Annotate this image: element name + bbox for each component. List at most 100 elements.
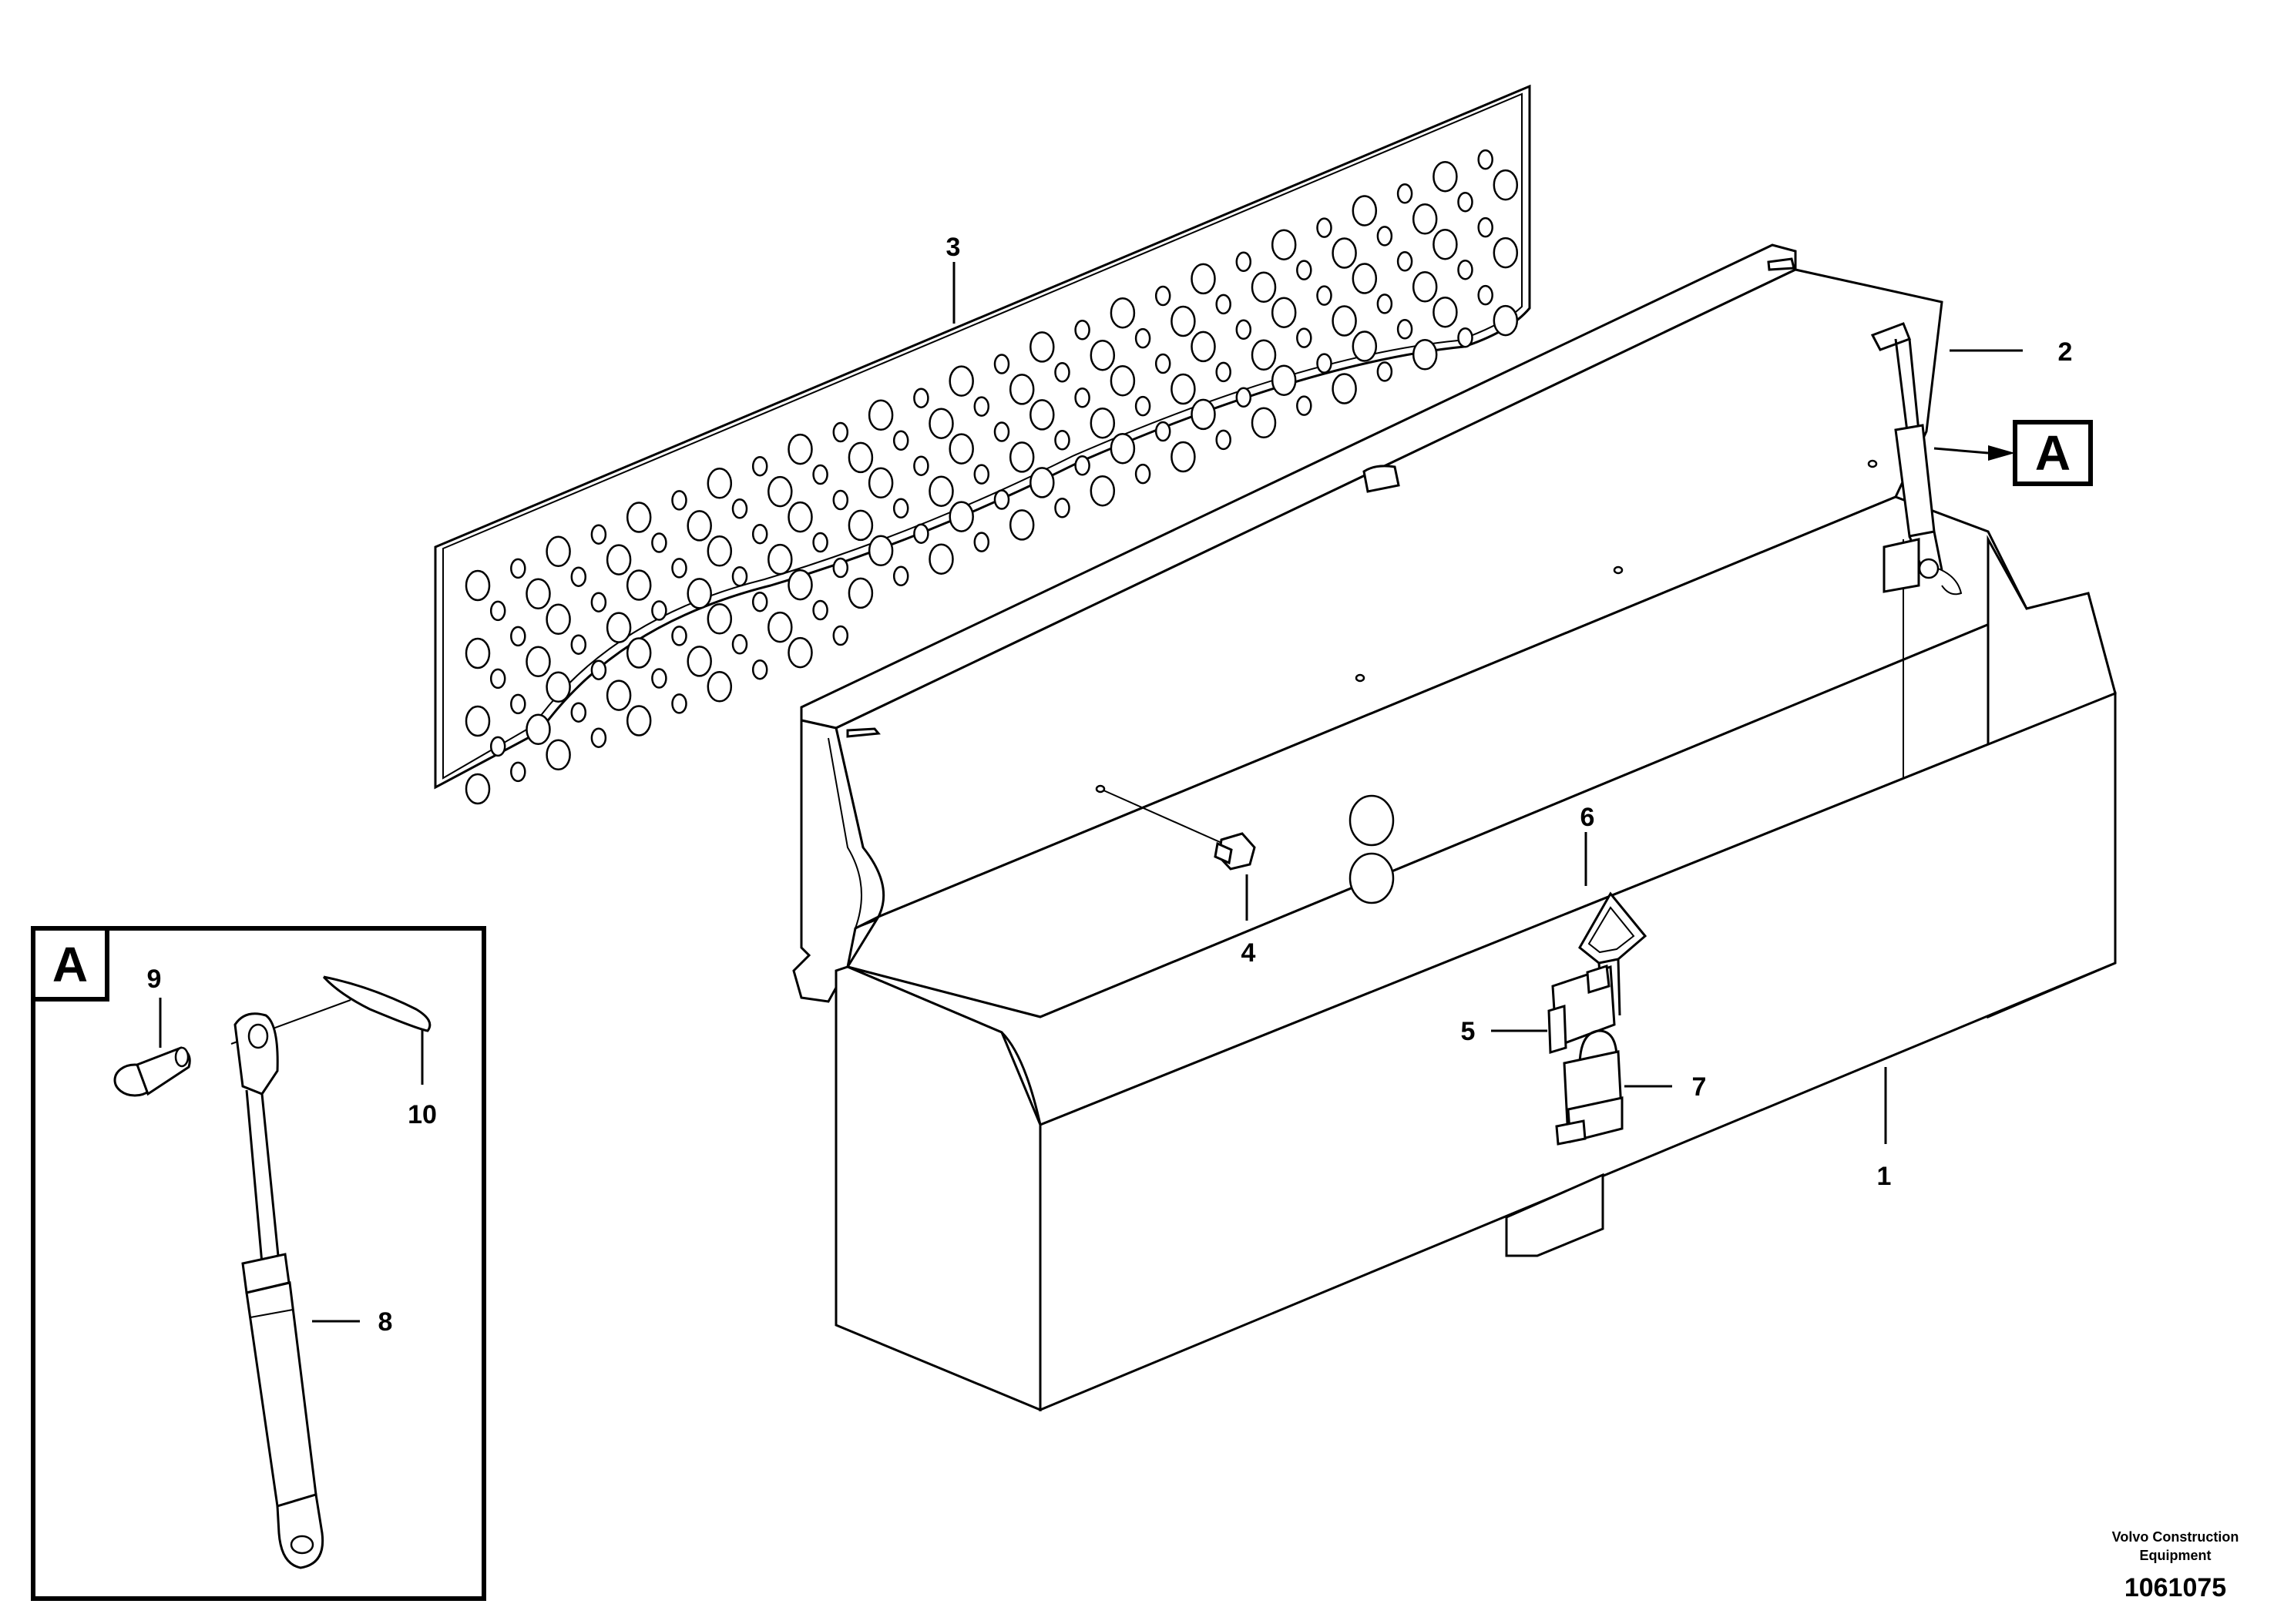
plate-hole [1215, 429, 1231, 451]
plate-hole [510, 626, 526, 647]
plate-hole [751, 591, 768, 612]
callout-4: 4 [1241, 938, 1256, 968]
plate-hole [626, 705, 652, 737]
plate-hole [892, 565, 909, 587]
plate-hole [848, 441, 874, 474]
plate-hole [687, 578, 712, 609]
plate-hole [1054, 430, 1070, 451]
plate-hole [1332, 237, 1357, 269]
plate-hole [465, 637, 491, 669]
plate-hole [1110, 364, 1136, 397]
plate-hole [1009, 509, 1035, 541]
plate-hole [606, 544, 632, 575]
plate-hole [1171, 305, 1196, 337]
plate-hole [546, 535, 571, 568]
plate-hole [929, 408, 954, 439]
plate-hole [651, 532, 667, 553]
plate-hole [1251, 339, 1277, 371]
plate-hole [751, 523, 768, 545]
plate-hole [707, 535, 733, 567]
plate-hole [1154, 421, 1171, 442]
plate-hole [1271, 297, 1297, 328]
plate-hole [848, 509, 874, 542]
plate-hole [1477, 216, 1493, 238]
gas-strut [233, 1012, 324, 1569]
plate-hole [1090, 475, 1116, 507]
plate-hole [671, 626, 687, 646]
plate-hole [626, 502, 652, 533]
plate-hole [1235, 319, 1252, 341]
plate-hole [812, 464, 828, 485]
plate-hole [812, 599, 828, 621]
plate-hole [590, 727, 607, 748]
plate-hole [1215, 361, 1231, 383]
plate-hole [812, 532, 828, 553]
plate-hole [832, 625, 849, 646]
plate-hole [1477, 284, 1493, 306]
plate-hole [687, 510, 712, 542]
plate-hole [1251, 271, 1277, 304]
plate-hole [606, 612, 632, 643]
plate-hole [526, 578, 551, 610]
plate-hole [546, 739, 571, 771]
plate-hole [489, 736, 506, 757]
plate-hole [1396, 183, 1413, 204]
plate-hole [993, 354, 1010, 374]
plate-hole [1376, 294, 1393, 314]
callout-labels: 3 2 4 6 5 7 1 8 9 10 [147, 233, 2073, 1337]
callout-3: 3 [946, 233, 961, 262]
perforated-step-plate [434, 84, 1531, 805]
detail-marker-a [1933, 420, 2093, 486]
plate-hole [1271, 364, 1297, 396]
plate-hole [1376, 226, 1393, 247]
plate-hole [671, 558, 687, 579]
plate-hole [707, 671, 733, 703]
plate-hole [1432, 160, 1458, 193]
plate-hole [707, 603, 733, 635]
plate-hole [1412, 339, 1438, 371]
plate-hole [767, 475, 793, 508]
plate-hole [993, 421, 1010, 442]
callout-2: 2 [2058, 337, 2073, 367]
plate-hole [949, 365, 974, 397]
plate-hole [465, 773, 491, 805]
plate-hole [570, 634, 587, 655]
plate-hole [1029, 467, 1055, 498]
plate-hole [1352, 195, 1378, 226]
plate-hole [1332, 305, 1357, 337]
plate-hole [1090, 339, 1116, 371]
plate-hole [489, 600, 506, 622]
plate-hole [1432, 296, 1458, 328]
plate-hole [687, 646, 712, 677]
plate-hole [913, 523, 929, 544]
plate-hole [546, 671, 571, 703]
plate-hole [1090, 407, 1116, 439]
plate-hole [1296, 395, 1312, 416]
plate-hole [1332, 373, 1357, 404]
plate-hole [1134, 327, 1151, 349]
plate-hole [1029, 331, 1055, 363]
plate-hole [1134, 463, 1151, 485]
plate-hole [1191, 398, 1216, 431]
plate-hole [767, 611, 793, 643]
plate-hole [1296, 260, 1312, 280]
plate-hole [526, 646, 551, 678]
plate-hole [1493, 237, 1519, 269]
plate-hole [1009, 374, 1035, 405]
detail-marker-letter: A [2035, 425, 2071, 481]
plate-hole [1110, 297, 1136, 329]
plate-hole [671, 490, 687, 511]
plate-hole [929, 543, 954, 575]
callout-10: 10 [408, 1100, 437, 1129]
plate-hole [1074, 388, 1090, 408]
plate-hole [1396, 251, 1413, 272]
plate-hole [913, 455, 929, 476]
plate-hole [465, 705, 491, 737]
plate-hole [751, 455, 768, 477]
callout-6: 6 [1580, 803, 1595, 832]
detail-view-letter: A [52, 937, 88, 992]
plate-hole [868, 535, 894, 567]
plate-hole [510, 693, 526, 715]
plate-hole [973, 464, 990, 485]
